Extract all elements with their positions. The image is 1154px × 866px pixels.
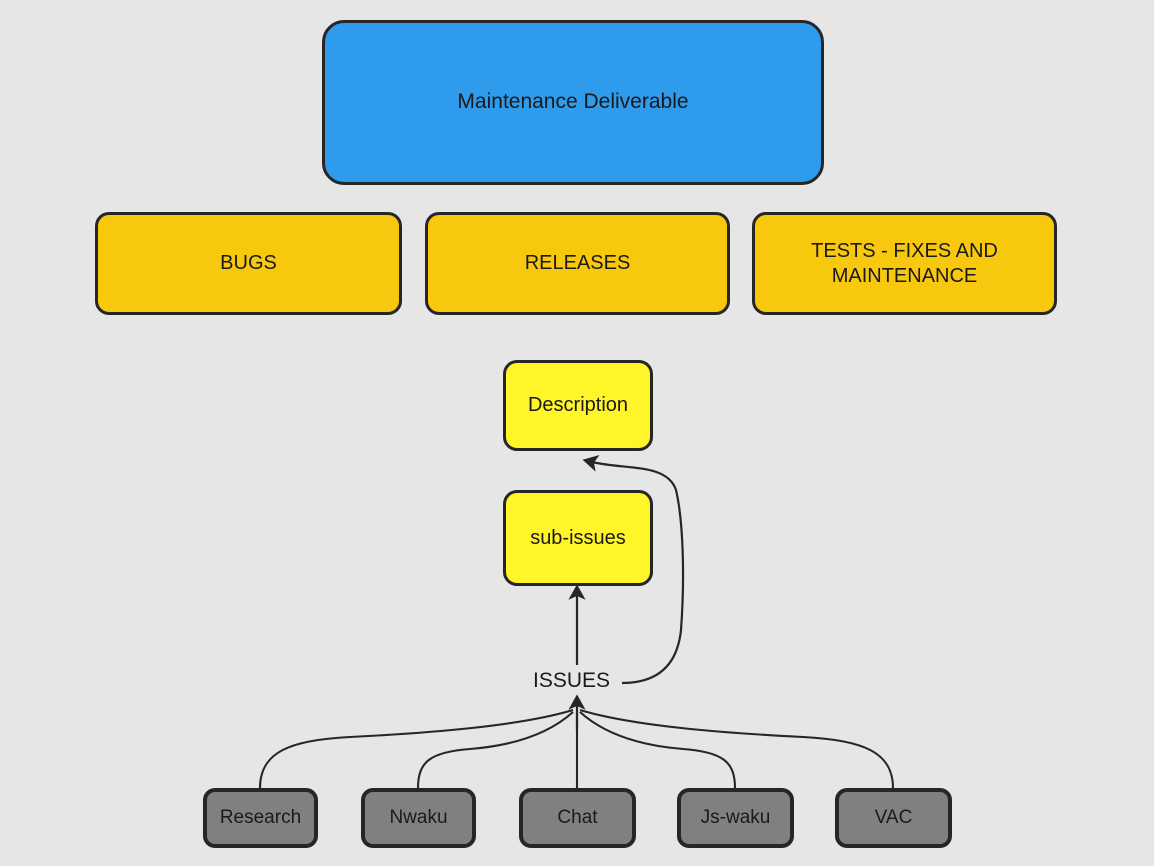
edge-nwaku-to-issues <box>416 711 574 789</box>
node-maintenance-deliverable[interactable]: Maintenance Deliverable <box>322 20 824 185</box>
source-edges <box>258 708 895 789</box>
node-label: Description <box>527 394 629 416</box>
node-label: sub-issues <box>530 526 626 549</box>
node-chat[interactable]: Chat <box>519 788 636 848</box>
node-label: BUGS <box>220 252 277 274</box>
edge-jswaku-to-issues <box>579 711 737 789</box>
node-label: Js-waku <box>700 807 771 829</box>
edge-vac-to-issues <box>579 708 895 789</box>
node-nwaku[interactable]: Nwaku <box>361 788 476 848</box>
node-research[interactable]: Research <box>203 788 318 848</box>
node-releases[interactable]: RELEASES <box>425 212 730 315</box>
node-vac[interactable]: VAC <box>835 788 952 848</box>
node-label: Research <box>219 807 302 829</box>
edge-issues-to-description <box>582 454 685 685</box>
node-label: TESTS - FIXES AND MAINTENANCE <box>811 239 998 287</box>
node-description[interactable]: Description <box>503 360 653 451</box>
node-tests-fixes-and-maintenance[interactable]: TESTS - FIXES AND MAINTENANCE <box>752 212 1057 315</box>
node-sub-issues[interactable]: sub-issues <box>503 490 653 586</box>
node-label: Maintenance Deliverable <box>457 90 689 114</box>
edge-research-to-issues <box>258 708 574 789</box>
node-bugs[interactable]: BUGS <box>95 212 402 315</box>
node-label: VAC <box>874 807 913 829</box>
node-label: Chat <box>557 807 598 829</box>
node-js-waku[interactable]: Js-waku <box>677 788 794 848</box>
edge-label-issues: ISSUES <box>532 669 612 693</box>
node-label: RELEASES <box>524 252 631 274</box>
node-label: Nwaku <box>389 807 448 829</box>
